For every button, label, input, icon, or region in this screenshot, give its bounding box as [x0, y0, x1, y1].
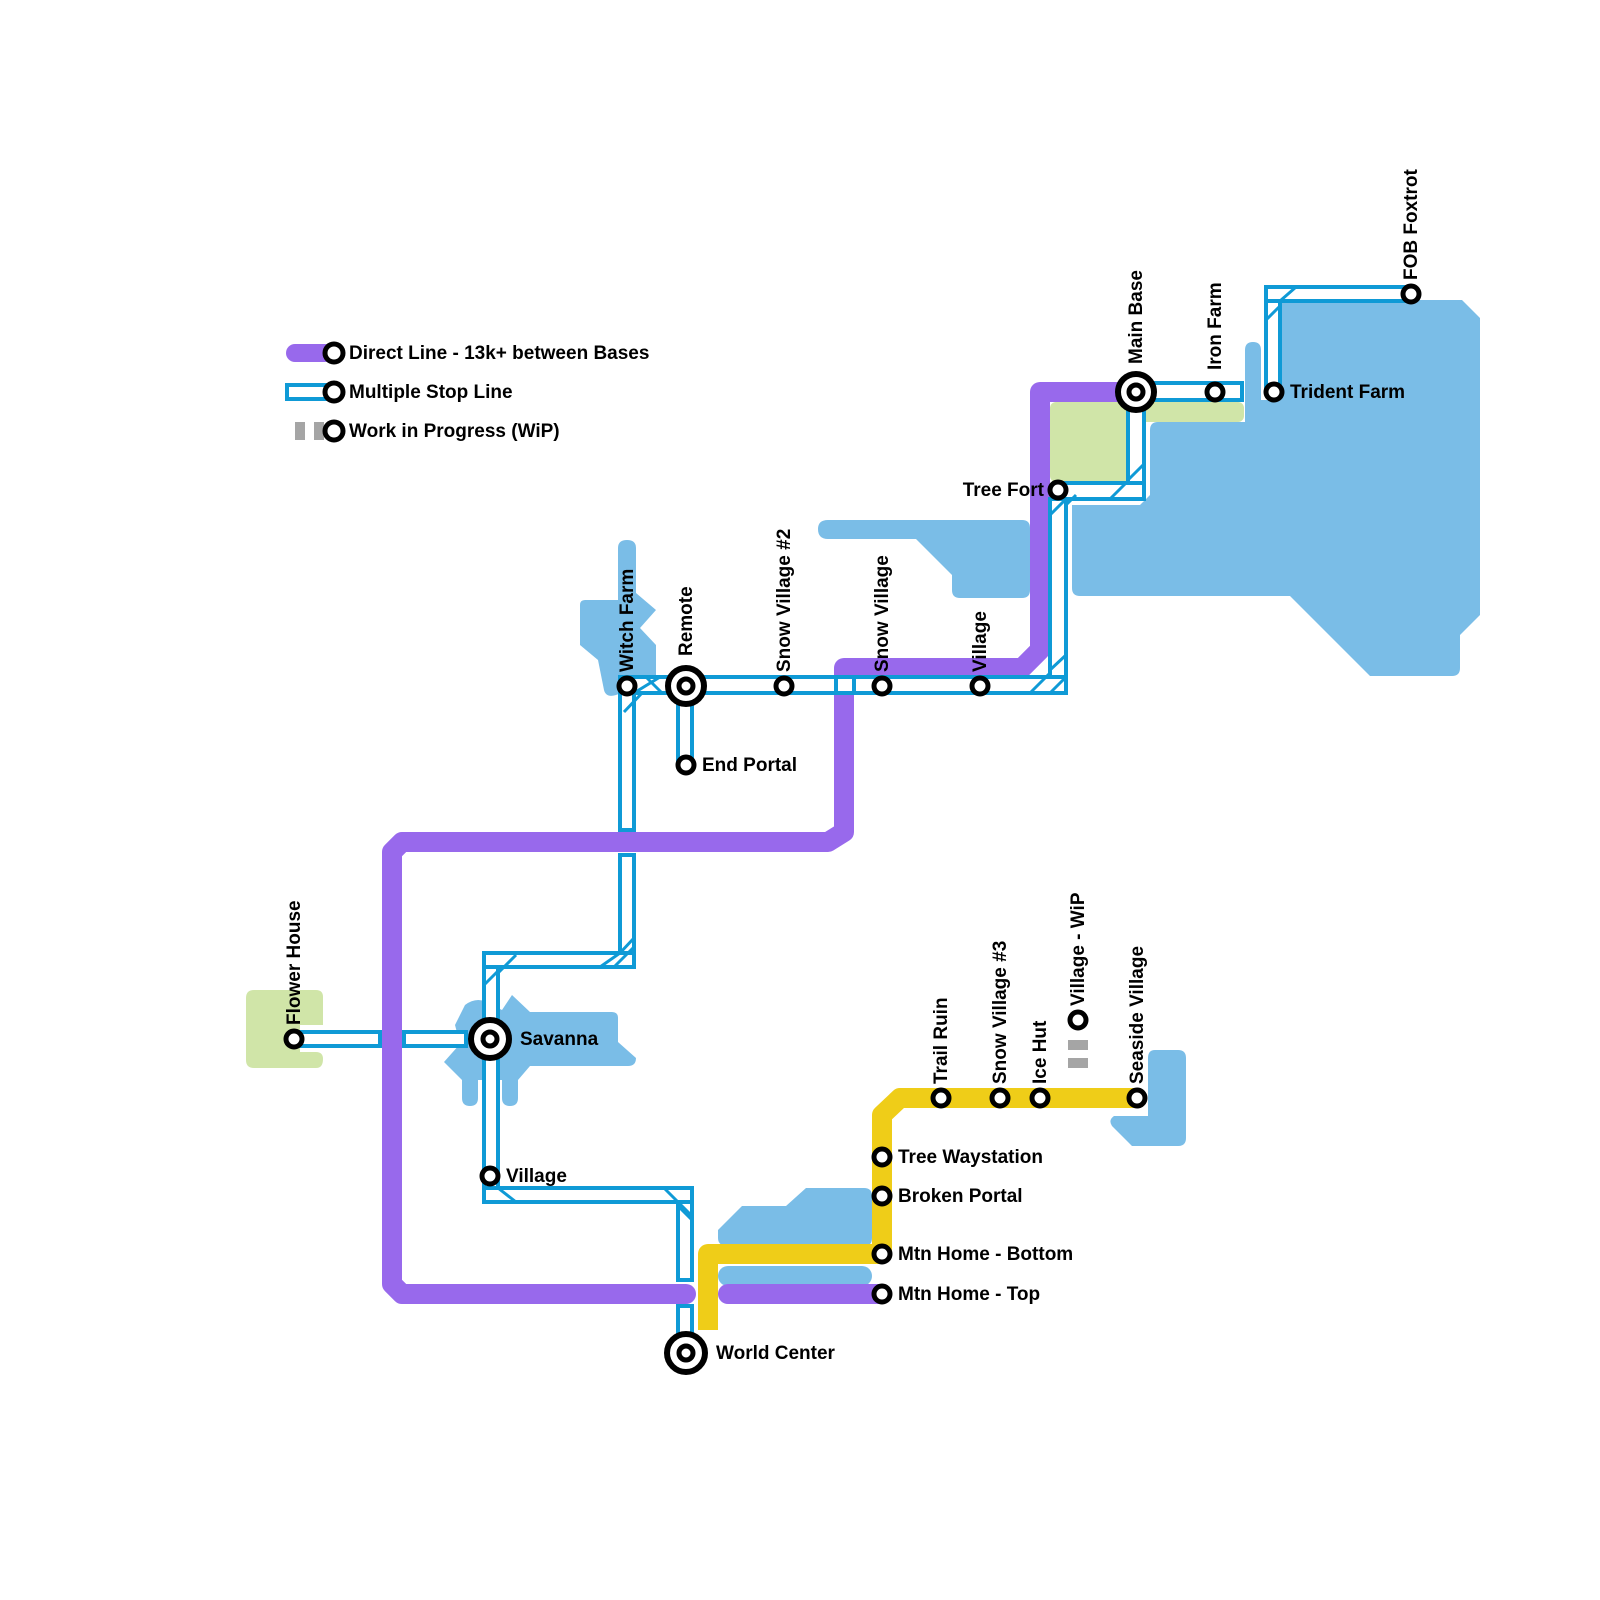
direct-line-main	[382, 382, 1134, 1304]
legend-label-multi: Multiple Stop Line	[349, 382, 513, 403]
station-remote[interactable]	[665, 665, 707, 707]
station-village-south[interactable]	[479, 1165, 501, 1187]
legend: Direct Line - 13k+ between Bases Multipl…	[285, 341, 649, 443]
direct-line	[382, 382, 1134, 1304]
water-inlet	[818, 520, 1030, 598]
station-snow-village-3[interactable]	[989, 1087, 1011, 1109]
water-witch-farm	[580, 540, 656, 696]
label-main-base: Main Base	[1126, 270, 1147, 364]
station-tree-waystation[interactable]	[871, 1146, 893, 1168]
station-labels: Main Base Iron Farm Trident Farm FOB Fox…	[284, 169, 1422, 1364]
legend-label-wip: Work in Progress (WiP)	[349, 421, 560, 442]
station-mtn-home-bottom[interactable]	[871, 1243, 893, 1265]
label-village-wip: Village - WiP	[1068, 892, 1089, 1006]
label-trident-farm: Trident Farm	[1290, 382, 1405, 403]
legend-swatch-direct	[286, 344, 334, 362]
label-ice-hut: Ice Hut	[1030, 1020, 1051, 1084]
label-trail-ruin: Trail Ruin	[931, 997, 952, 1084]
legend-station-icon	[322, 341, 346, 365]
water-mtn-home-strip	[718, 1266, 872, 1286]
station-seaside-village[interactable]	[1126, 1087, 1148, 1109]
wip-marks	[1068, 1040, 1088, 1068]
station-trident-farm[interactable]	[1263, 381, 1285, 403]
station-trail-ruin[interactable]	[930, 1087, 952, 1109]
water-northeast	[1072, 300, 1480, 676]
label-tree-waystation: Tree Waystation	[898, 1147, 1043, 1168]
terrain	[246, 300, 1480, 1286]
label-tree-fort: Tree Fort	[963, 480, 1045, 501]
land-main-base	[1050, 402, 1130, 482]
station-snow-village[interactable]	[871, 675, 893, 697]
legend-item-multi: Multiple Stop Line	[285, 380, 513, 404]
label-seaside-village: Seaside Village	[1127, 946, 1148, 1084]
legend-station-icon	[322, 419, 346, 443]
label-end-portal: End Portal	[702, 755, 797, 776]
legend-swatch-wip-2	[314, 422, 324, 440]
station-world-center[interactable]	[664, 1331, 708, 1375]
station-snow-village-2[interactable]	[773, 675, 795, 697]
label-village-south: Village	[506, 1166, 567, 1187]
legend-item-wip: Work in Progress (WiP)	[295, 419, 560, 443]
water-mtn-home	[718, 1188, 872, 1246]
label-savanna: Savanna	[520, 1029, 599, 1050]
label-flower-house: Flower House	[284, 900, 305, 1025]
label-fob-foxtrot: FOB Foxtrot	[1401, 169, 1422, 280]
land-iron-farm	[1140, 402, 1244, 422]
station-village-north[interactable]	[969, 675, 991, 697]
station-ice-hut[interactable]	[1029, 1087, 1051, 1109]
station-witch-farm[interactable]	[616, 675, 638, 697]
direct-line-cap-world	[676, 1284, 696, 1304]
multi-stop-hatches	[482, 285, 1297, 1222]
label-village-north: Village	[970, 611, 991, 672]
station-fob-foxtrot[interactable]	[1400, 283, 1422, 305]
stations	[283, 283, 1422, 1375]
label-iron-farm: Iron Farm	[1205, 282, 1226, 370]
land-flower-house	[246, 990, 323, 1068]
label-remote: Remote	[676, 586, 697, 656]
station-mtn-home-top[interactable]	[871, 1283, 893, 1305]
label-world-center: World Center	[716, 1343, 836, 1364]
label-snow-village-3: Snow Village #3	[990, 941, 1011, 1084]
station-end-portal[interactable]	[675, 754, 697, 776]
label-mtn-home-top: Mtn Home - Top	[898, 1284, 1040, 1305]
label-mtn-home-bottom: Mtn Home - Bottom	[898, 1244, 1073, 1265]
station-flower-house[interactable]	[283, 1028, 305, 1050]
legend-label-direct: Direct Line - 13k+ between Bases	[349, 343, 649, 364]
station-broken-portal[interactable]	[871, 1185, 893, 1207]
legend-item-direct: Direct Line - 13k+ between Bases	[286, 341, 649, 365]
label-snow-village: Snow Village	[872, 555, 893, 672]
legend-swatch-wip-1	[295, 422, 305, 440]
legend-station-icon	[322, 380, 346, 404]
label-snow-village-2: Snow Village #2	[774, 529, 795, 672]
station-iron-farm[interactable]	[1204, 381, 1226, 403]
station-savanna[interactable]	[468, 1017, 512, 1061]
label-witch-farm: Witch Farm	[617, 569, 638, 672]
label-broken-portal: Broken Portal	[898, 1186, 1023, 1207]
station-village-wip[interactable]	[1067, 1009, 1089, 1031]
station-tree-fort[interactable]	[1047, 479, 1069, 501]
water-seaside	[1110, 1050, 1186, 1146]
station-main-base[interactable]	[1115, 371, 1157, 413]
